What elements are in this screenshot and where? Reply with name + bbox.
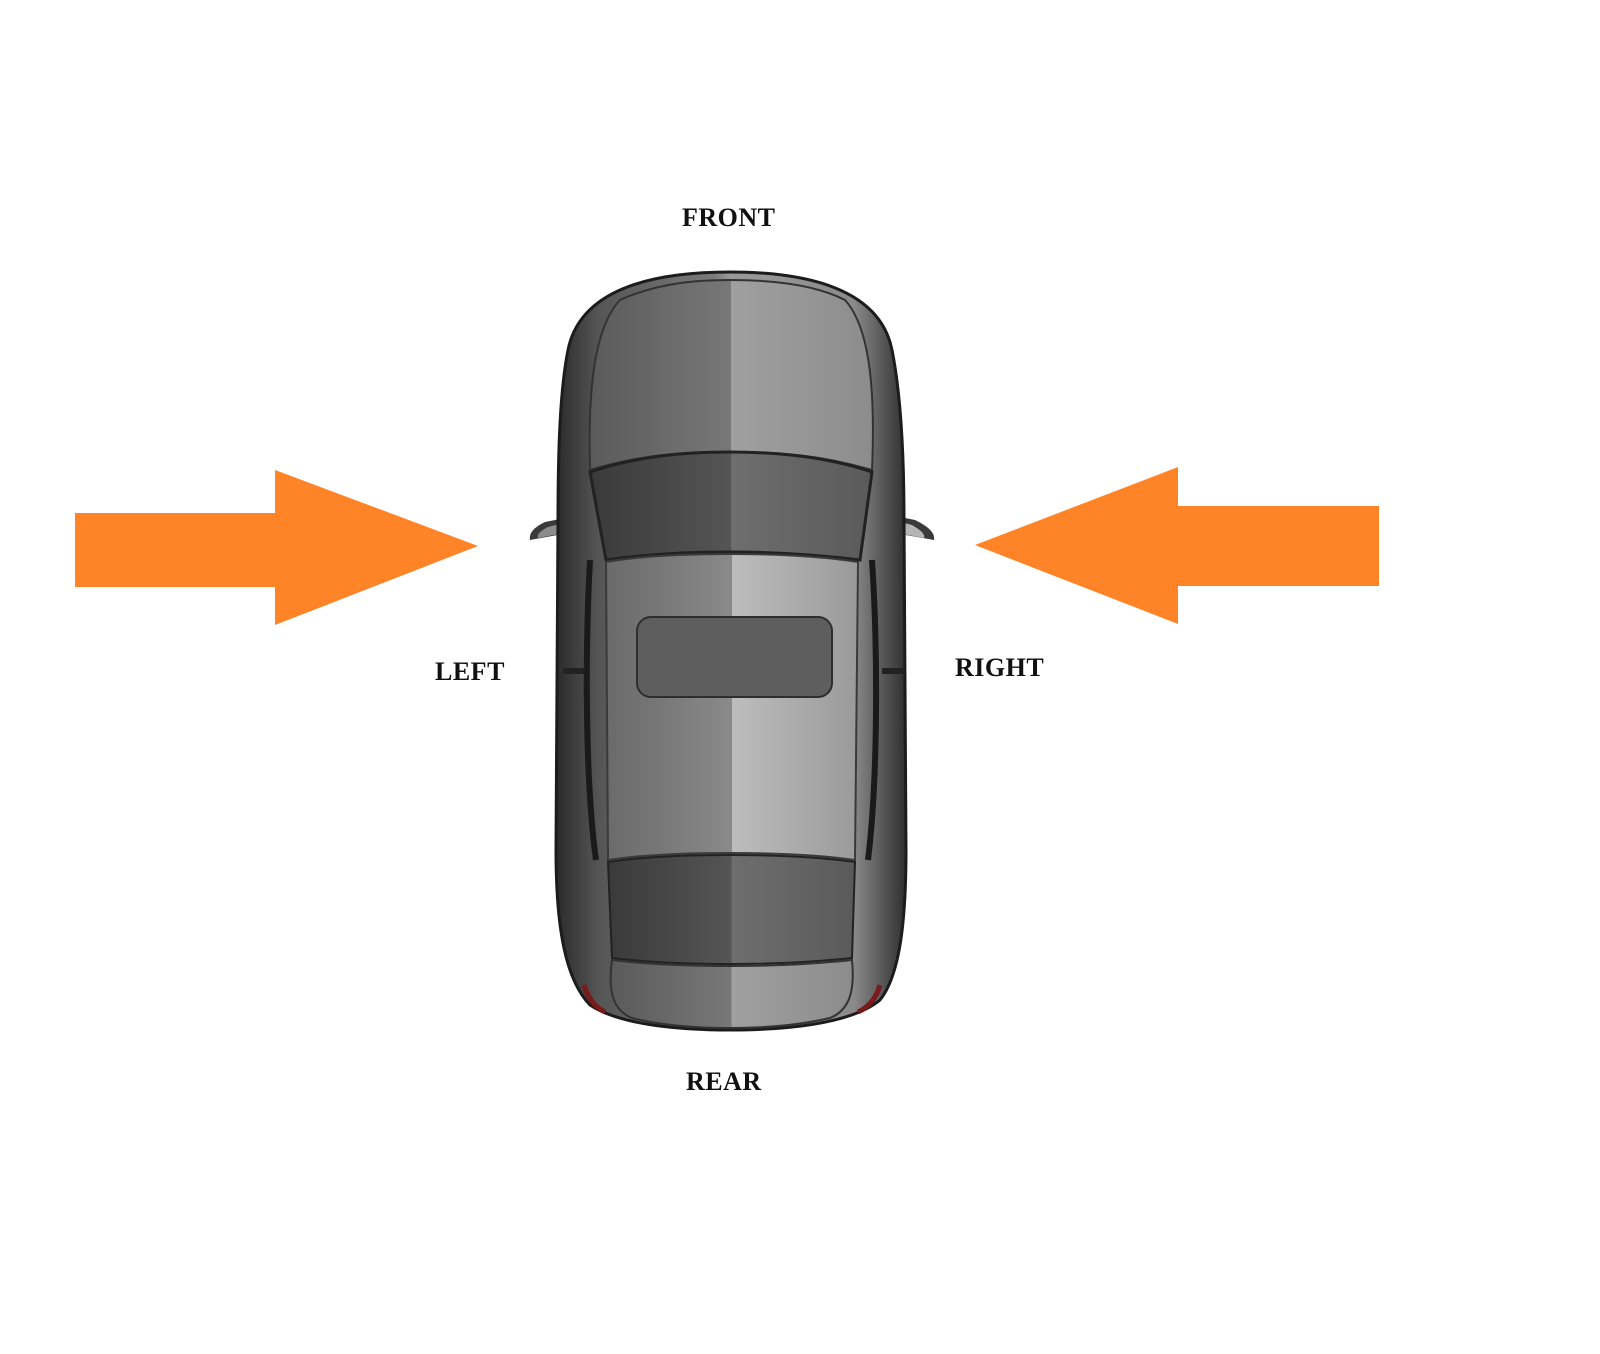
label-rear: REAR	[686, 1067, 762, 1096]
label-left: LEFT	[435, 657, 505, 686]
label-right: RIGHT	[955, 653, 1045, 682]
label-front: FRONT	[682, 203, 776, 232]
arrow-right-icon	[75, 470, 478, 625]
arrow-left-icon	[975, 467, 1379, 624]
car-top-view-icon	[529, 270, 935, 1032]
